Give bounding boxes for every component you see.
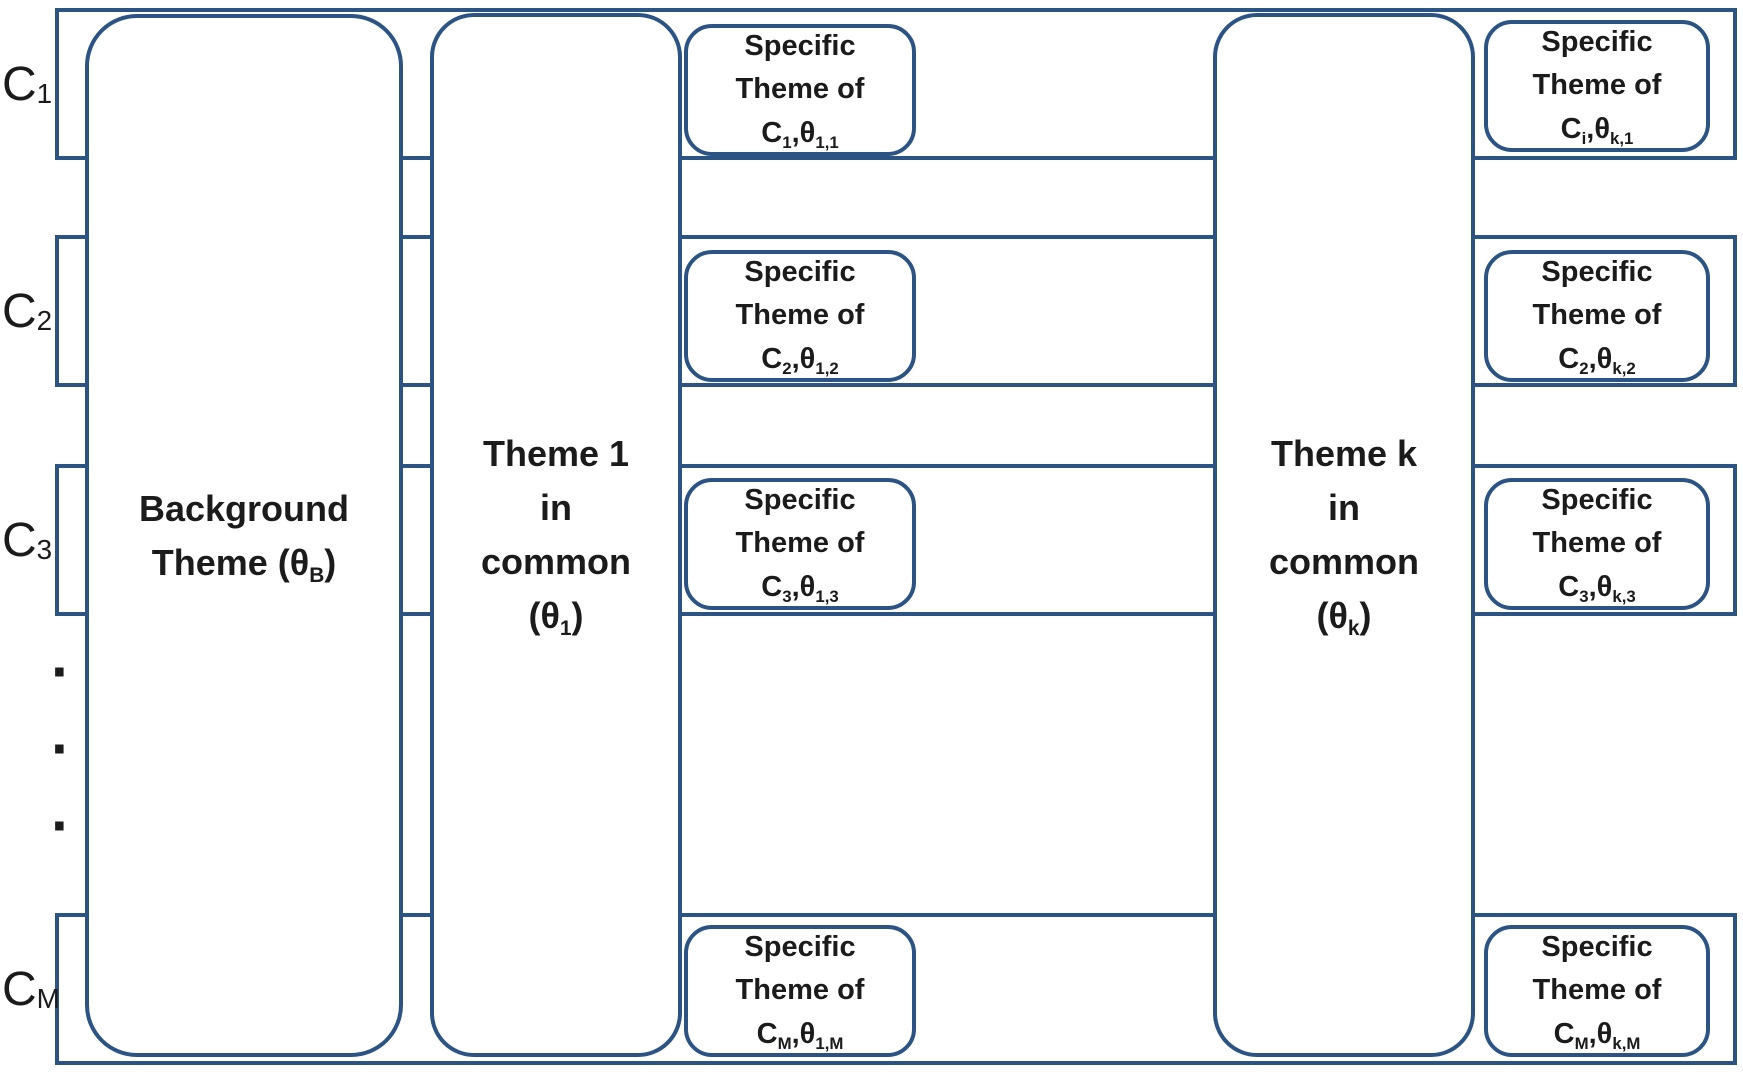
background-theme-title-line2: Theme (θB) [151, 541, 337, 587]
theme1-title-line3: common [480, 541, 631, 582]
specific-formula: CM,θ1,M [756, 1017, 844, 1053]
specific-line2: Theme of [735, 974, 865, 1007]
specific-theme-box-t1-cm: Specific Theme of CM,θ1,M [684, 925, 916, 1057]
background-theme-box: Background Theme (θB) [85, 14, 403, 1057]
row-band-cm [55, 913, 1737, 1065]
background-theme-title-line1: Background [138, 487, 350, 529]
theme1-common-box: Theme 1 in common (θ1) [430, 13, 682, 1057]
specific-formula: C3,θ1,3 [761, 570, 839, 606]
specific-line1: Specific [1541, 25, 1653, 58]
row-label-text: C [2, 57, 37, 111]
themek-title-line4: (θk) [1316, 595, 1372, 641]
row-band-c2 [55, 235, 1737, 387]
specific-line2: Theme of [1532, 527, 1662, 560]
theme1-title-line4: (θ1) [528, 595, 584, 641]
specific-line2: Theme of [735, 73, 865, 106]
ellipsis-dot: · [51, 638, 71, 705]
ellipsis-dot: · [51, 792, 71, 859]
theme1-title-line2: in [540, 487, 572, 528]
specific-line2: Theme of [1532, 299, 1662, 332]
specific-formula: Ci,θk,1 [1560, 112, 1634, 148]
specific-formula: C2,θ1,2 [761, 342, 839, 378]
specific-line1: Specific [1541, 483, 1653, 516]
specific-theme-box-tk-c2: Specific Theme of C2,θk,2 [1484, 250, 1710, 382]
specific-line2: Theme of [1532, 69, 1662, 102]
themek-title-line1: Theme k [1270, 433, 1418, 474]
specific-theme-box-t1-c2: Specific Theme of C2,θ1,2 [684, 250, 916, 382]
specific-formula: C3,θk,3 [1558, 570, 1636, 606]
specific-theme-box-tk-c1: Specific Theme of Ci,θk,1 [1484, 20, 1710, 152]
themek-common-box: Theme k in common (θk) [1213, 13, 1475, 1057]
specific-line1: Specific [744, 255, 856, 288]
specific-line2: Theme of [1532, 974, 1662, 1007]
theta-subscript: k [1347, 617, 1360, 641]
specific-theme-box-t1-c3: Specific Theme of C3,θ1,3 [684, 478, 916, 610]
theta-subscript: 1 [559, 617, 572, 641]
specific-line2: Theme of [735, 299, 865, 332]
row-label-text: C [2, 962, 37, 1016]
specific-line2: Theme of [735, 527, 865, 560]
specific-formula: C2,θk,2 [1558, 342, 1636, 378]
specific-theme-box-t1-c1: Specific Theme of C1,θ1,1 [684, 24, 916, 156]
specific-line1: Specific [1541, 930, 1653, 963]
specific-line1: Specific [744, 930, 856, 963]
ellipsis-dot: · [51, 715, 71, 782]
row-label-text: C [2, 513, 37, 567]
row-label-text: C [2, 284, 37, 338]
specific-line1: Specific [744, 483, 856, 516]
row-band-c3 [55, 464, 1737, 616]
specific-formula: CM,θk,M [1553, 1017, 1641, 1053]
specific-theme-box-tk-cm: Specific Theme of CM,θk,M [1484, 925, 1710, 1057]
specific-formula: C1,θ1,1 [761, 116, 839, 152]
specific-theme-box-tk-c3: Specific Theme of C3,θk,3 [1484, 478, 1710, 610]
theme1-title-line1: Theme 1 [482, 433, 630, 474]
themek-title-line3: common [1268, 541, 1419, 582]
specific-line1: Specific [744, 29, 856, 62]
theta-subscript: B [309, 563, 325, 587]
specific-line1: Specific [1541, 255, 1653, 288]
row-band-c1 [55, 8, 1737, 160]
themek-title-line2: in [1328, 487, 1360, 528]
